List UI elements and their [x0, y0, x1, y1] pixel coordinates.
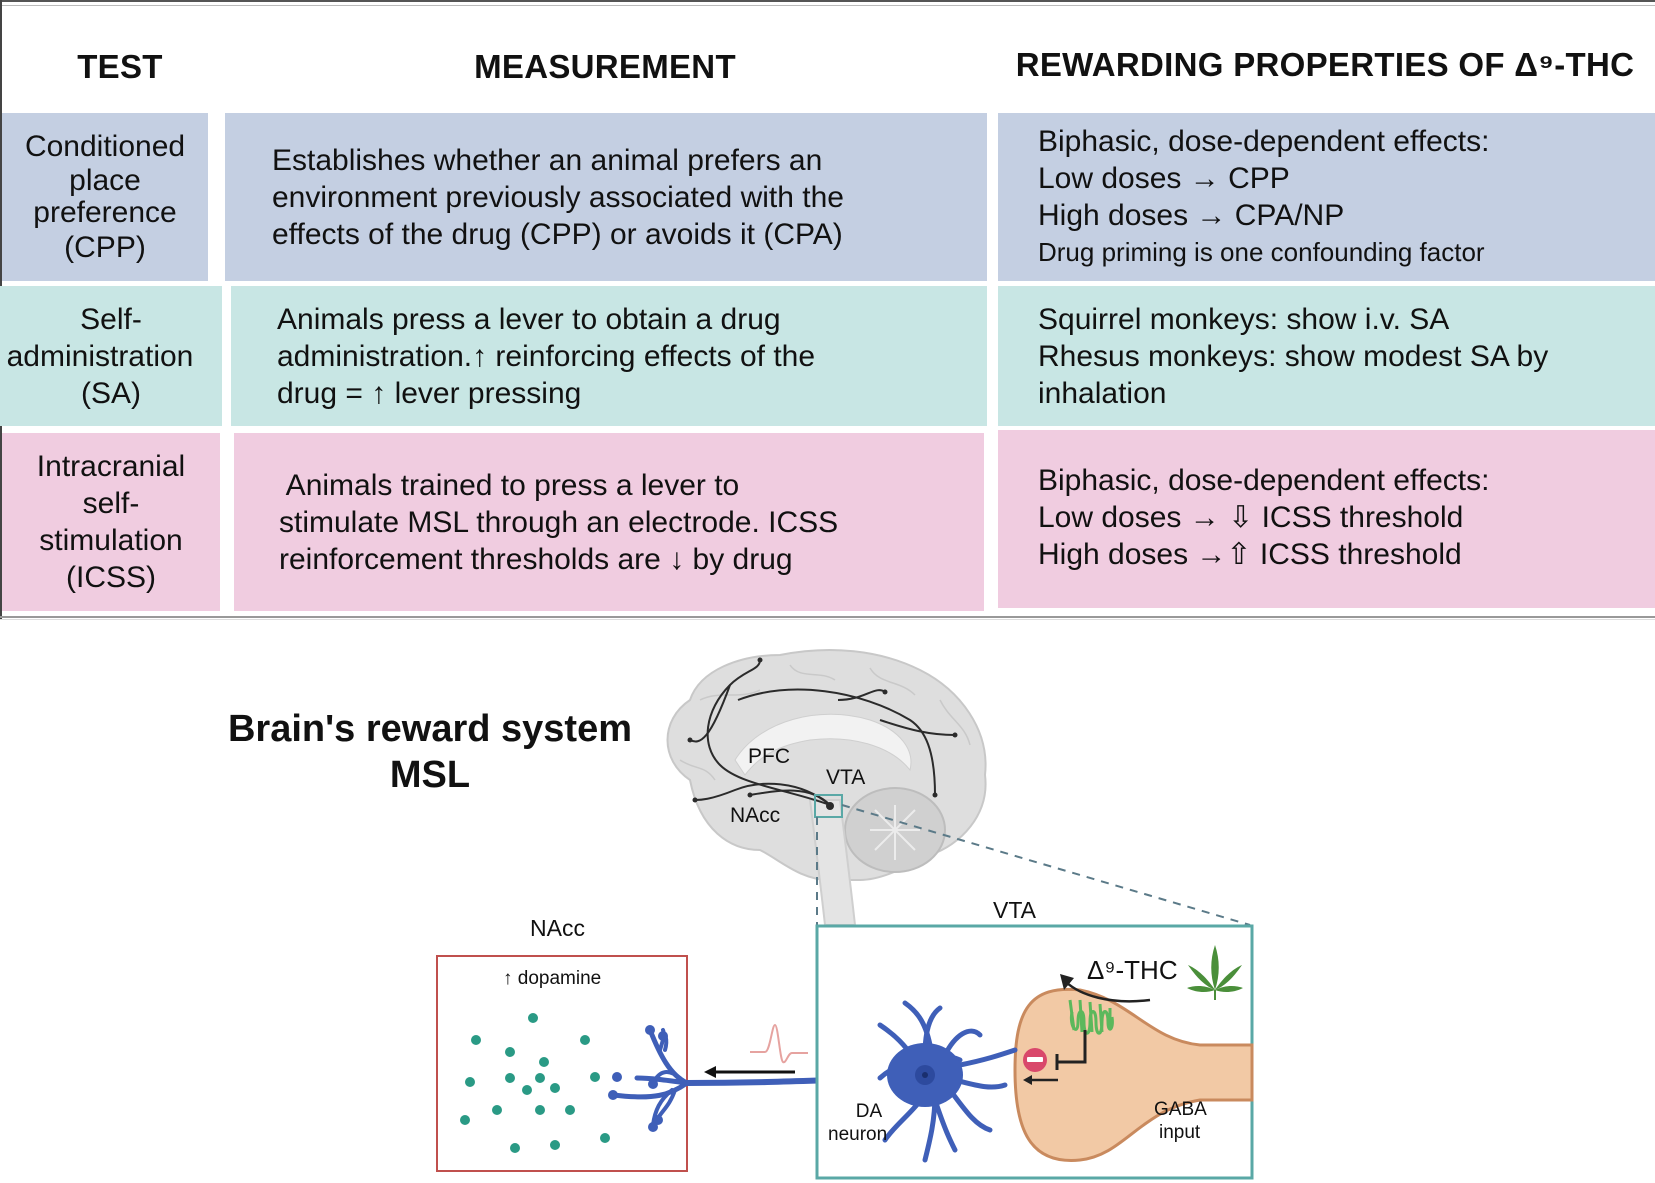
- dopamine-molecule: [465, 1077, 475, 1087]
- dopamine-molecule: [510, 1143, 520, 1153]
- row-cpp-measurement: Establishes whether an animal prefers an…: [225, 113, 987, 281]
- rewarding-line: High doses → CPA/NP: [1038, 199, 1345, 232]
- measurement-line: reinforcement thresholds are ↓ by drug: [279, 542, 793, 576]
- measurement-line: drug = ↑ lever pressing: [277, 376, 582, 410]
- dopamine-molecule: [539, 1057, 549, 1067]
- arrow-head-icon: [1023, 1075, 1032, 1085]
- measurement-line: environment previously associated with t…: [272, 180, 844, 214]
- dopamine-molecule: [580, 1035, 590, 1045]
- dopamine-molecule: [528, 1013, 538, 1023]
- rewarding-line: Rhesus monkeys: show modest SA by: [1038, 339, 1549, 373]
- test-line: self-: [82, 487, 140, 520]
- rewarding-line: Biphasic, dose-dependent effects:: [1038, 125, 1490, 158]
- rewarding-line: inhalation: [1038, 376, 1167, 410]
- inhibition-connector: [1057, 1030, 1087, 1064]
- top-border: [0, 0, 1655, 6]
- row-sa-measurement: Animals press a lever to obtain a drug a…: [231, 286, 987, 426]
- diagram-title-line-2: MSL: [389, 754, 471, 796]
- rewarding-line: Low doses → CPP: [1038, 162, 1290, 195]
- test-line: administration: [6, 339, 194, 373]
- diagram-title: Brain's reward system MSL: [200, 706, 660, 798]
- measurement-line: stimulate MSL through an electrode. ICSS: [279, 505, 839, 539]
- measurement-line: Establishes whether an animal prefers an: [272, 143, 823, 177]
- brain-illustration: [666, 649, 987, 926]
- test-line: (SA): [81, 376, 141, 410]
- dopamine-molecule: [505, 1047, 515, 1057]
- da-neuron-label-1: DA: [855, 1101, 883, 1122]
- dopamine-caption: ↑ dopamine: [503, 968, 602, 989]
- dopamine-molecule: [492, 1105, 502, 1115]
- label-pfc: PFC: [748, 745, 790, 768]
- nacc-box-label: NAcc: [530, 915, 585, 941]
- test-line: place: [69, 164, 141, 197]
- dopamine-molecule: [535, 1073, 545, 1083]
- row-cpp-test: Conditioned place preference (CPP): [2, 113, 208, 281]
- dopamine-molecule: [590, 1072, 600, 1082]
- row-icss-rewarding: Biphasic, dose-dependent effects: Low do…: [998, 430, 1655, 608]
- header-measurement: MEASUREMENT: [474, 48, 736, 85]
- dopamine-molecule: [600, 1133, 610, 1143]
- vta-box-label: VTA: [993, 897, 1037, 923]
- test-line: stimulation: [39, 524, 183, 557]
- header-rewarding-properties: REWARDING PROPERTIES OF Δ⁹-THC: [1015, 46, 1635, 83]
- dopamine-molecule: [550, 1083, 560, 1093]
- label-vta-brain: VTA: [826, 766, 866, 789]
- zoom-line-right: [841, 804, 1251, 926]
- dopamine-molecule: [460, 1115, 470, 1125]
- row-sa-rewarding: Squirrel monkeys: show i.v. SA Rhesus mo…: [998, 286, 1655, 426]
- rewarding-line: High doses →⇧ ICSS threshold: [1038, 538, 1462, 571]
- rewarding-note: Drug priming is one confounding factor: [1038, 237, 1485, 267]
- rewarding-line: Biphasic, dose-dependent effects:: [1038, 464, 1490, 497]
- dopamine-molecule: [565, 1105, 575, 1115]
- gaba-terminal: [1013, 987, 1254, 1162]
- measurement-line: Animals press a lever to obtain a drug: [277, 302, 781, 336]
- arrow-head-icon: [1060, 974, 1074, 990]
- row-icss-test: Intracranial self- stimulation (ICSS): [2, 433, 220, 611]
- test-line: (ICSS): [66, 561, 156, 594]
- label-nacc-brain: NAcc: [730, 804, 781, 827]
- test-line: Intracranial: [36, 450, 186, 483]
- gaba-label-2: input: [1159, 1122, 1201, 1143]
- header-test: TEST: [77, 48, 163, 85]
- dopamine-dots: [460, 1013, 610, 1153]
- section-divider: [0, 616, 1655, 620]
- thc-label: Δ⁹-THC: [1087, 955, 1178, 985]
- thc-arrow: [1065, 981, 1151, 1003]
- measurement-line: Animals trained to press a lever to: [279, 468, 740, 502]
- measurement-line: administration.↑ reinforcing effects of …: [277, 339, 816, 373]
- row-cpp-rewarding: Biphasic, dose-dependent effects: Low do…: [998, 113, 1655, 281]
- arrow-head-icon: [704, 1066, 716, 1078]
- test-line: (CPP): [64, 231, 146, 264]
- dopamine-molecule: [522, 1085, 532, 1095]
- dopamine-molecule: [471, 1035, 481, 1045]
- dopamine-molecule: [550, 1140, 560, 1150]
- rewarding-line: Squirrel monkeys: show i.v. SA: [1038, 302, 1450, 336]
- dopamine-molecule: [505, 1073, 515, 1083]
- test-line: Conditioned: [24, 130, 186, 163]
- dopamine-molecule: [535, 1105, 545, 1115]
- row-icss-measurement: Animals trained to press a lever to stim…: [234, 433, 984, 611]
- nacc-box: [436, 955, 688, 1172]
- rewarding-line: Low doses → ⇩ ICSS threshold: [1038, 501, 1464, 534]
- measurement-line: effects of the drug (CPP) or avoids it (…: [272, 217, 843, 251]
- test-line: Self-: [80, 302, 142, 336]
- row-sa-test: Self- administration (SA): [0, 286, 222, 426]
- gaba-label-1: GABA: [1154, 1099, 1207, 1120]
- cannabis-leaf-icon: [1187, 945, 1243, 1000]
- da-neuron-label-2: neuron: [828, 1124, 888, 1145]
- test-line: preference: [33, 196, 177, 229]
- diagram-title-line-1: Brain's reward system: [227, 708, 632, 750]
- action-potential-icon: [750, 1023, 808, 1064]
- cb1-receptor-icon: [1068, 999, 1114, 1035]
